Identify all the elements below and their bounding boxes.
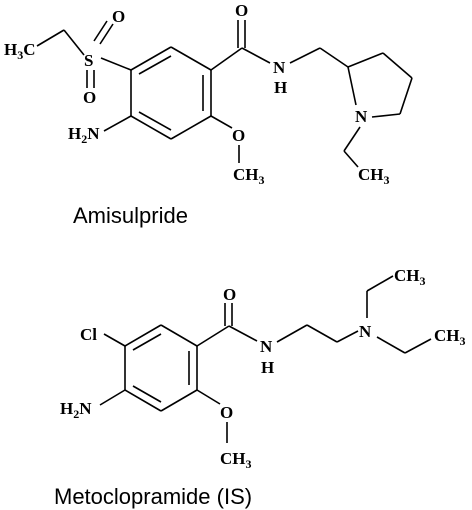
ring-bond-inner — [138, 111, 172, 131]
ring-bond — [124, 389, 162, 412]
ch3-left-label: H3C — [4, 40, 36, 62]
ring-bond — [347, 66, 357, 106]
atom-o-methoxy: O — [232, 126, 245, 145]
bond-n-ethyl — [343, 126, 361, 152]
ring-bond — [160, 389, 198, 412]
pyrrolidine-ring — [347, 52, 413, 118]
bond-ring-o — [210, 115, 233, 129]
bond-ring-o — [196, 389, 221, 405]
bond-n-ch2 — [289, 47, 321, 64]
ch3-right-label: CH3 — [434, 326, 466, 348]
bond-s-o-top-a — [99, 23, 114, 45]
ch3-ethyl-label: CH3 — [358, 165, 390, 187]
atom-o-carbonyl: O — [235, 1, 248, 20]
atom-n-amine: N — [359, 322, 372, 341]
atom-cl: Cl — [80, 325, 97, 344]
ch3-methoxy-label: CH3 — [233, 165, 265, 187]
ring-bond-inner — [138, 55, 172, 75]
bond-s-ch2 — [63, 29, 85, 56]
atom-s: S — [84, 51, 93, 70]
ring-bond — [399, 77, 413, 115]
ring-bond — [347, 52, 384, 68]
atom-n-amide: N — [273, 58, 286, 77]
ring-bond — [160, 324, 198, 347]
bond-ethyl-right-ch3 — [404, 338, 432, 354]
bond-ch2-ch3 — [36, 29, 65, 47]
caption-amisulpride: Amisulpride — [73, 203, 188, 228]
atom-h-amide: H — [261, 358, 274, 377]
atom-h-amide: H — [274, 78, 287, 97]
bond-ch2-ch2 — [306, 324, 338, 343]
ring-bond — [124, 324, 162, 347]
bond-ring-nh2 — [99, 389, 126, 406]
metoclopramide-structure: Cl O N H N CH3 CH3 H2N O CH — [60, 266, 466, 471]
bond-ethyl-ch3 — [343, 150, 359, 168]
bond-ring-carbonyl — [210, 47, 243, 71]
nh2-label: H2N — [68, 124, 100, 146]
ring-bond — [130, 46, 172, 71]
atom-o-carbonyl: O — [223, 285, 236, 304]
atom-o-sulfonyl-top: O — [112, 7, 125, 26]
bond-carbonyl-n — [228, 325, 258, 342]
ring-bond — [170, 46, 212, 71]
bond-ring-carbonyl — [196, 325, 230, 347]
atom-n-amide: N — [260, 337, 273, 356]
metoclopramide-benzene-ring — [124, 324, 198, 412]
bond-ch2-n — [336, 330, 359, 343]
bond-ch2-ring — [319, 47, 349, 68]
atom-n-ring: N — [355, 107, 368, 126]
nh2-label: H2N — [60, 399, 92, 421]
amisulpride-benzene-ring — [130, 46, 212, 140]
bond-ring-nh2 — [103, 115, 132, 132]
bond-ring-cl — [103, 333, 126, 347]
ring-bond — [170, 115, 212, 140]
atom-o-sulfonyl-bottom: O — [83, 88, 96, 107]
ring-bond-inner — [132, 385, 162, 403]
ch3-top-label: CH3 — [394, 266, 426, 288]
bond-carbonyl-n — [241, 47, 271, 64]
ring-bond-inner — [132, 333, 162, 351]
bond-n-ethyl-right — [376, 336, 406, 354]
atom-o-methoxy: O — [220, 403, 233, 422]
amisulpride-structure: S O O H3C O N H N CH3 — [4, 1, 413, 187]
caption-metoclopramide: Metoclopramide (IS) — [54, 484, 252, 509]
ring-bond — [382, 52, 413, 79]
bond-ring-s — [100, 57, 132, 71]
ch3-methoxy-label: CH3 — [220, 449, 252, 471]
bond-n-ch2 — [276, 324, 308, 343]
bond-s-o-top-b — [93, 20, 108, 42]
ring-bond — [371, 113, 401, 118]
bond-ethyl-top-ch3 — [366, 275, 394, 292]
ring-bond — [130, 115, 172, 140]
